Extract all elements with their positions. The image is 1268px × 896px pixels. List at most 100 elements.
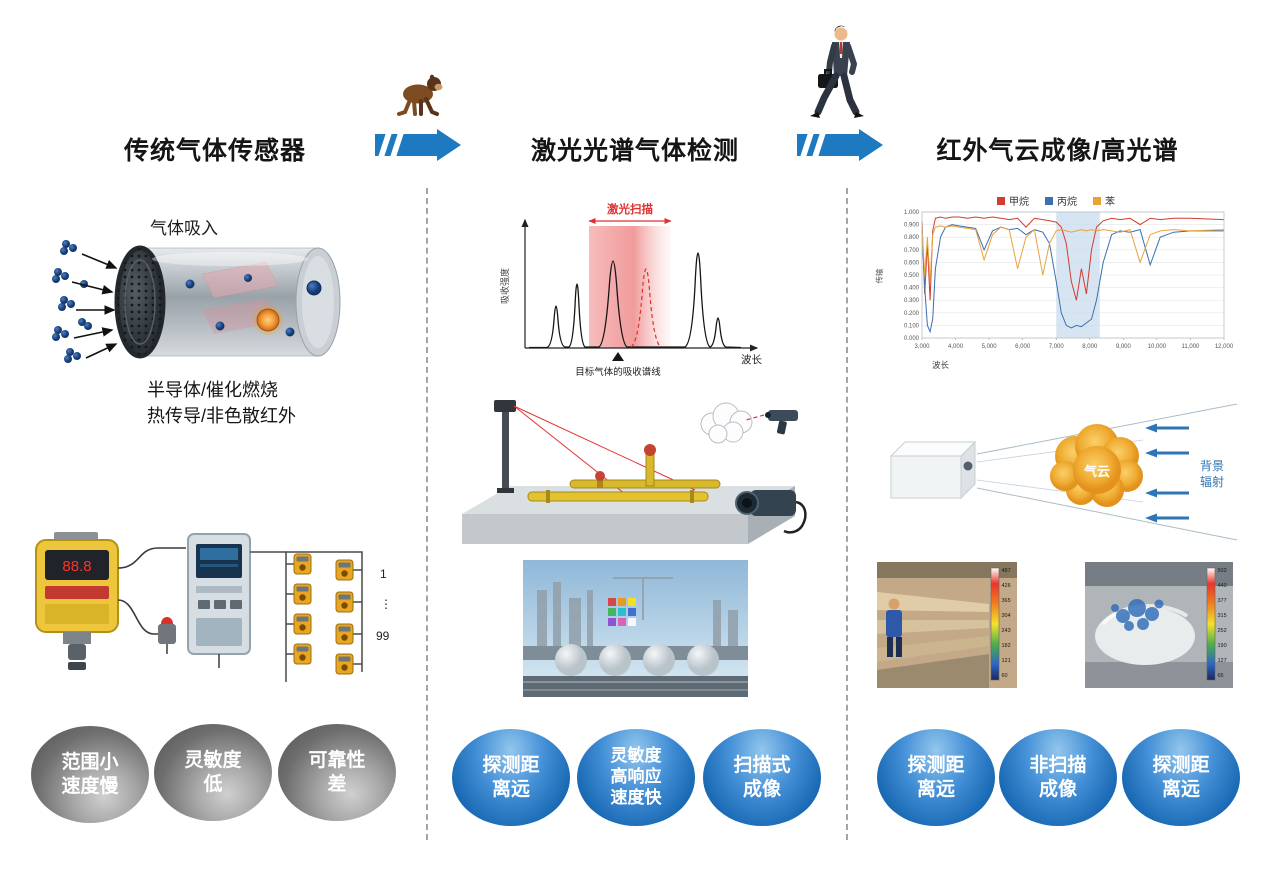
svg-text:7,000: 7,000 [1049, 344, 1065, 350]
laser-line-peak [630, 268, 662, 348]
legend-swatch-benzene [1093, 196, 1101, 205]
gas-plume-cloud-icon [700, 402, 753, 444]
svg-text:0.900: 0.900 [904, 223, 920, 229]
colorbar-tick: 60 [1002, 673, 1008, 679]
evolution-arrow-2 [797, 129, 883, 161]
bubble-line: 成像 [1038, 778, 1077, 800]
svg-text:0.400: 0.400 [904, 286, 920, 292]
bubble-line: 可靠性 [308, 750, 366, 772]
y-axis-title: 传输 [874, 268, 884, 283]
limitation-bubble-sensitivity: 灵敏度 低 [154, 724, 272, 821]
svg-text:12,000: 12,000 [1215, 344, 1234, 350]
limitation-bubble-range: 范围小 速度慢 [31, 726, 149, 823]
thermal-image-tank-leak: 502 440 377 315 252 190 127 65 [1085, 562, 1233, 688]
colorbar-tick: 487 [1002, 568, 1011, 574]
watermark [608, 598, 636, 626]
svg-text:0.300: 0.300 [904, 298, 920, 304]
svg-text:0.600: 0.600 [904, 260, 920, 266]
colorbar-tick: 190 [1218, 643, 1227, 649]
svg-text:0.800: 0.800 [904, 235, 920, 241]
bubble-line: 差 [327, 773, 347, 795]
svg-text:11,000: 11,000 [1181, 344, 1200, 350]
arrow-head [859, 129, 883, 161]
imaging-camera-icon [735, 490, 807, 534]
detector-readout: 88.8 [62, 558, 91, 575]
bubble-line: 范围小 [61, 752, 119, 774]
advantage-bubble-sensitivity: 灵敏度 高响应 速度快 [577, 729, 695, 826]
arrow-shaft [375, 131, 437, 159]
svg-text:0.100: 0.100 [904, 323, 920, 329]
absorption-peaks-curve [529, 252, 742, 349]
arrow-shaft [797, 131, 859, 159]
svg-text:9,000: 9,000 [1116, 344, 1132, 350]
svg-text:10,000: 10,000 [1148, 344, 1167, 350]
bubble-line: 灵敏度 [610, 746, 662, 766]
alarm-beacon-icon [158, 617, 176, 654]
gas-molecules-icon [52, 240, 92, 363]
transmission-plot: 传输 波长 0.0000.1000.2000.3000.4000.5000.60… [874, 210, 1234, 370]
thermal-colorbar [990, 567, 1000, 681]
gas-cloud-icon [1050, 424, 1143, 507]
refinery-photo [523, 560, 748, 697]
advantage-bubble-scanning: 扫描式 成像 [703, 729, 821, 826]
colorbar-tick: 440 [1218, 583, 1227, 589]
bubble-line: 离远 [1161, 778, 1200, 800]
colorbar-tick: 502 [1218, 568, 1227, 574]
evolution-arrow-1 [375, 129, 461, 161]
infrared-imager-icon [889, 440, 977, 500]
bubble-line: 成像 [742, 778, 781, 800]
colorbar-tick: 65 [1218, 673, 1224, 679]
column-title-traditional: 传统气体传感器 [123, 137, 306, 165]
chart-legend: 甲烷 丙烷 苯 [872, 193, 1240, 208]
advantage-bubble-distance: 探测距 离远 [452, 729, 570, 826]
legend-item-propane: 丙烷 [1045, 193, 1077, 208]
thermal-image-pipes: 487 426 365 304 243 182 121 60 [877, 562, 1017, 688]
legend-item-benzene: 苯 [1093, 193, 1115, 208]
gas-cloud-label: 气云 [1084, 464, 1110, 479]
intake-arrows-icon [71, 253, 118, 359]
svg-text:6,000: 6,000 [1015, 344, 1031, 350]
bubble-line: 低 [203, 773, 223, 795]
walking-businessman-icon [810, 25, 864, 118]
bubble-line: 灵敏度 [184, 750, 242, 772]
column-divider-1 [426, 188, 428, 840]
gas-cloud-imaging-scene: 气云 背景 辐射 [889, 403, 1238, 541]
bubble-line: 速度慢 [61, 775, 119, 797]
bubble-line: 非扫描 [1029, 755, 1087, 777]
range-top-label: 1 [380, 567, 387, 581]
controller-device [187, 533, 251, 668]
radiation-label-line2: 辐射 [1200, 474, 1224, 489]
laser-beam-1 [513, 405, 626, 495]
storage-spheres [555, 644, 719, 676]
detected-gas-overlay [1111, 599, 1164, 631]
laser-beam-2 [513, 405, 696, 491]
svg-text:8,000: 8,000 [1082, 344, 1098, 350]
svg-text:0.000: 0.000 [904, 336, 920, 342]
bubble-line: 探测距 [907, 755, 965, 777]
svg-text:1.000: 1.000 [904, 210, 920, 216]
range-bottom-label: 99 [376, 629, 390, 643]
colorbar-tick: 121 [1002, 658, 1011, 664]
svg-text:3,000: 3,000 [914, 344, 930, 350]
spectrum-y-axis-label: 吸收强度 [499, 268, 510, 304]
sensor-principles-text: 半导体/催化燃烧 热传导/非色散红外 [147, 377, 296, 429]
column-title-laser: 激光光谱气体检测 [530, 137, 739, 165]
colorbar-tick: 426 [1002, 583, 1011, 589]
colorbar-tick: 243 [1002, 628, 1011, 634]
legend-swatch-methane [997, 196, 1005, 205]
spectrum-x-axis-label: 波长 [741, 353, 762, 366]
colorbar-tick: 377 [1218, 598, 1227, 604]
svg-text:0.200: 0.200 [904, 311, 920, 317]
absorption-line-annotation: 目标气体的吸收谱线 [575, 366, 661, 378]
colorbar-tick: 315 [1218, 613, 1227, 619]
colorbar-tick: 182 [1002, 643, 1011, 649]
handheld-laser-beam [745, 414, 765, 421]
legend-label-methane: 甲烷 [1009, 197, 1029, 208]
legend-label-benzene: 苯 [1105, 197, 1115, 208]
bubble-line: 高响应 [610, 767, 662, 787]
colorbar-tick: 252 [1218, 628, 1227, 634]
svg-text:4,000: 4,000 [948, 344, 964, 350]
bubble-line: 速度快 [610, 787, 662, 807]
